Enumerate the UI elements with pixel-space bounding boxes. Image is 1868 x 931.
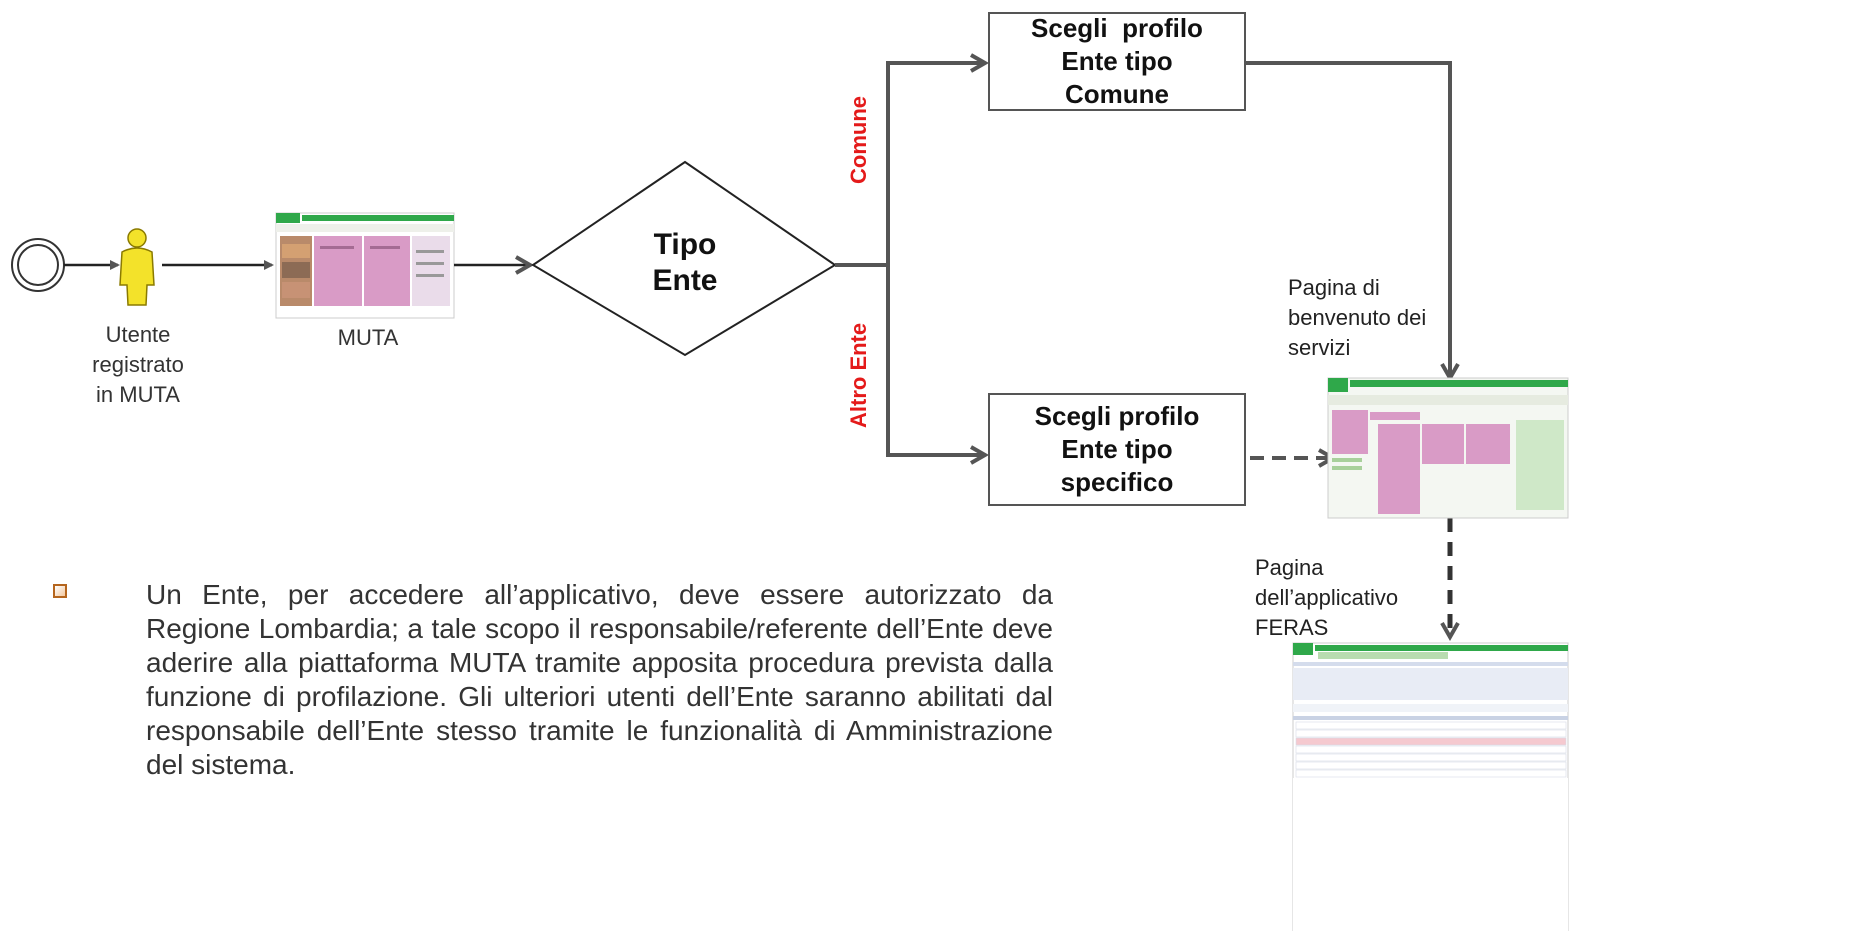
user-label-line-1: Utente <box>105 322 171 347</box>
user-label-line-3: in MUTA <box>96 382 180 407</box>
user-label: Utente registrato in MUTA <box>88 320 188 410</box>
square-bullet-icon <box>53 584 67 598</box>
welcome-page-label: Pagina di benvenuto dei servizi <box>1288 273 1448 363</box>
app-page-label-line-1: Pagina <box>1255 555 1324 580</box>
muta-label: MUTA <box>337 325 399 350</box>
start-event-circle-icon <box>11 238 65 292</box>
flow-branch-comune <box>886 63 985 265</box>
user-person-icon <box>119 228 155 306</box>
app-page-screenshot-image <box>1292 642 1569 931</box>
welcome-page-label-line-3: servizi <box>1288 335 1351 360</box>
user-label-line-2: registrato <box>92 352 184 377</box>
flow-branch-altro-ente <box>886 265 985 455</box>
box-profilo-specifico-line-1: Scegli profilo <box>1034 401 1200 431</box>
box-profilo-specifico: Scegli profilo Ente tipo specifico <box>988 393 1246 506</box>
muta-screenshot-image <box>275 212 455 319</box>
box-profilo-comune-line-1: Scegli profilo <box>1031 13 1203 43</box>
decision-label-line-1: Tipo <box>653 228 717 261</box>
box-profilo-comune-line-2: Ente tipo <box>1061 46 1173 76</box>
app-page-label-line-2: dell’applicativo <box>1255 585 1399 610</box>
branch-label-comune: Comune <box>846 96 871 184</box>
welcome-page-label-line-1: Pagina di <box>1288 275 1380 300</box>
welcome-page-label-line-2: benvenuto dei <box>1288 305 1427 330</box>
flow-comune-to-welcome-page <box>1245 61 1450 378</box>
app-page-label: Pagina dell’applicativo FERAS <box>1255 553 1445 643</box>
decision-label: Tipo Ente <box>625 227 745 299</box>
note-text: Un Ente, per accedere all’applicativo, d… <box>146 579 1053 780</box>
box-profilo-comune-line-3: Comune <box>1064 79 1169 109</box>
welcome-page-screenshot-image <box>1327 377 1569 519</box>
box-profilo-comune: Scegli profilo Ente tipo Comune <box>988 12 1246 111</box>
box-profilo-specifico-line-3: specifico <box>1060 467 1174 497</box>
branch-label-altro-ente: Altro Ente <box>846 322 871 428</box>
decision-label-line-2: Ente <box>652 264 718 297</box>
box-profilo-specifico-line-2: Ente tipo <box>1061 434 1173 464</box>
app-page-label-line-3: FERAS <box>1255 615 1329 640</box>
